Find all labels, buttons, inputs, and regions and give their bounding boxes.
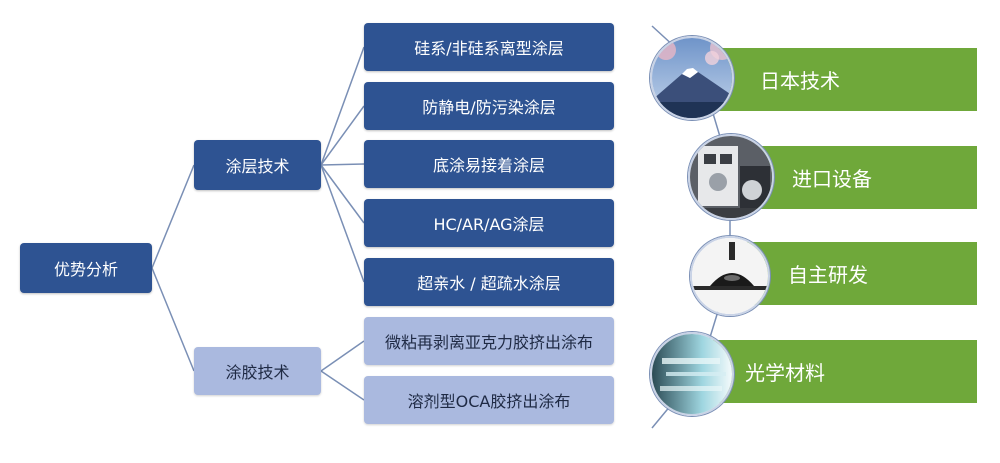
coating-item: 底涂易接着涂层 — [364, 140, 614, 188]
advantage-bar-self-rd: 自主研发 — [740, 242, 977, 305]
root-label: 优势分析 — [53, 260, 118, 279]
coating-item: HC/AR/AG涂层 — [364, 199, 614, 247]
coating-machine-photo-icon — [688, 134, 774, 220]
branch-coating-label: 涂层技术 — [225, 157, 290, 176]
branch-glue-label: 涂胶技术 — [225, 363, 290, 382]
mount-fuji-photo-icon — [650, 36, 734, 120]
advantage-label: 光学材料 — [745, 361, 825, 385]
connector-coating-item-3 — [320, 163, 365, 166]
coating-item: 超亲水 / 超疏水涂层 — [364, 258, 614, 306]
water-droplet-contact-angle-photo-icon — [690, 236, 770, 316]
advantage-bar-imported-equipment: 进口设备 — [740, 146, 977, 209]
connector-root-glue — [151, 267, 195, 372]
coating-item-label: 硅系/非硅系离型涂层 — [414, 39, 564, 58]
coating-item-label: HC/AR/AG涂层 — [433, 215, 545, 234]
glue-item: 溶剂型OCA胶挤出涂布 — [364, 376, 614, 424]
branch-glue-tech: 涂胶技术 — [194, 347, 321, 395]
branch-coating-tech: 涂层技术 — [194, 140, 321, 190]
coating-item-label: 防静电/防污染涂层 — [422, 98, 556, 117]
connector-coating-item-4 — [320, 164, 365, 224]
glue-item-label: 微粘再剥离亚克力胶挤出涂布 — [384, 333, 593, 352]
advantage-label: 日本技术 — [760, 69, 840, 93]
connector-coating-item-2 — [320, 105, 365, 166]
advantage-label: 自主研发 — [788, 263, 868, 287]
advantage-label: 进口设备 — [792, 167, 872, 191]
connector-root-coating — [151, 164, 195, 269]
connector-coating-item-5 — [320, 164, 365, 283]
glue-item-label: 溶剂型OCA胶挤出涂布 — [407, 392, 571, 411]
root-node: 优势分析 — [20, 243, 152, 293]
coating-item-label: 超亲水 / 超疏水涂层 — [417, 274, 561, 293]
connector-glue-item-1 — [320, 340, 365, 372]
connector-glue-item-2 — [320, 370, 365, 401]
coating-item-label: 底涂易接着涂层 — [432, 156, 545, 175]
optical-film-light-photo-icon — [650, 332, 734, 416]
glue-item: 微粘再剥离亚克力胶挤出涂布 — [364, 317, 614, 365]
advantage-bar-japan-tech: 日本技术 — [705, 48, 977, 111]
advantage-bar-optical-material: 光学材料 — [705, 340, 977, 403]
connector-coating-item-1 — [320, 46, 365, 166]
coating-item: 硅系/非硅系离型涂层 — [364, 23, 614, 71]
coating-item: 防静电/防污染涂层 — [364, 82, 614, 130]
